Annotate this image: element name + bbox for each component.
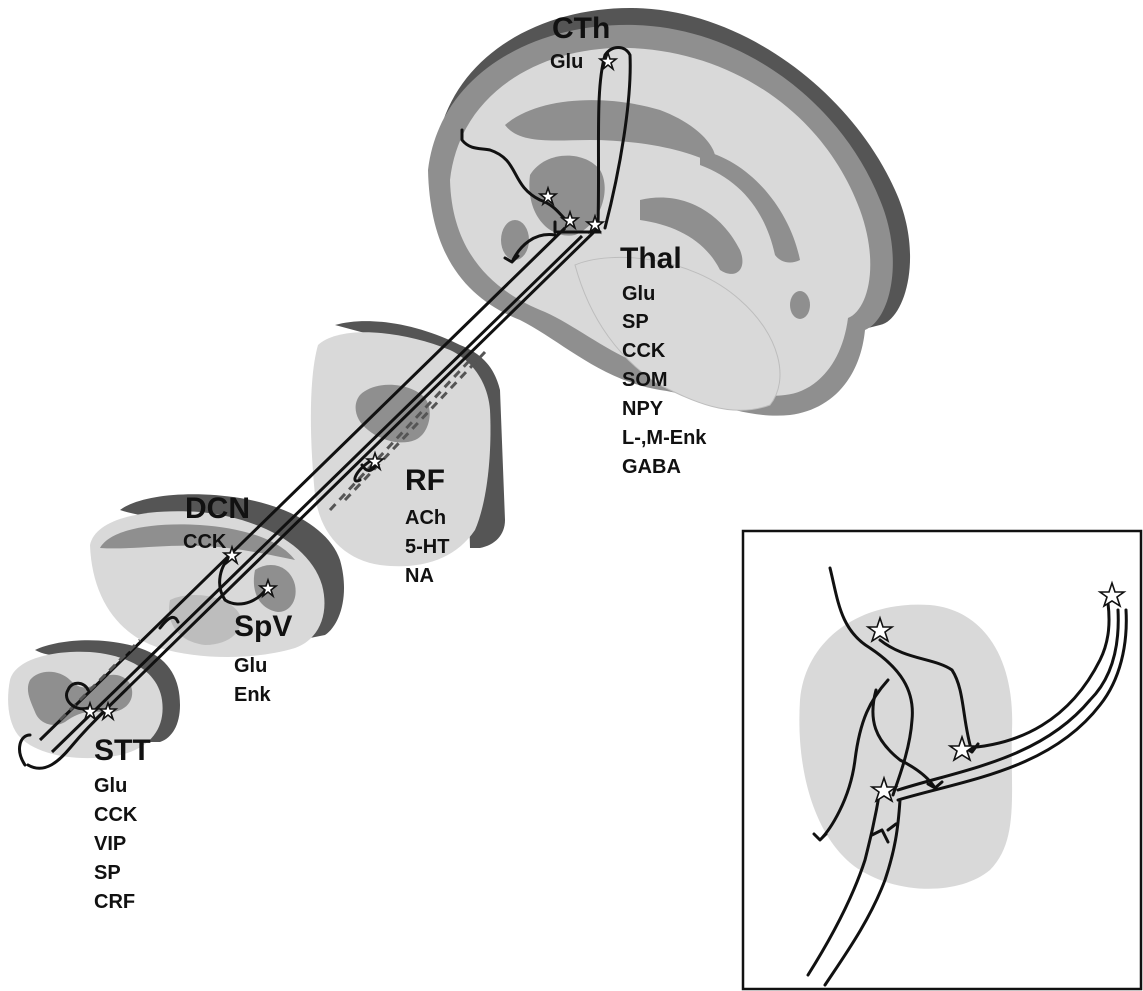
thal-transmitter: CCK — [622, 340, 666, 362]
label-spv: SpV Glu Enk — [234, 610, 292, 706]
rf-transmitter: 5-HT — [405, 536, 449, 558]
spv-transmitter: Glu — [234, 655, 267, 677]
thal-transmitter: SP — [622, 311, 649, 333]
label-rf: RF ACh 5-HT NA — [405, 464, 449, 587]
thal-title: Thal — [620, 242, 682, 275]
thal-transmitter: SOM — [622, 369, 668, 391]
label-stt: STT Glu CCK VIP SP CRF — [94, 734, 151, 913]
inset-detail-panel — [743, 531, 1141, 989]
rf-transmitter: NA — [405, 565, 434, 587]
spv-transmitter: Enk — [234, 684, 272, 706]
stt-transmitter: CRF — [94, 891, 135, 913]
thal-transmitter: NPY — [622, 398, 664, 420]
rf-title: RF — [405, 464, 445, 497]
dcn-title: DCN — [185, 492, 250, 525]
rf-transmitter: ACh — [405, 507, 446, 529]
thal-transmitter: Glu — [622, 283, 655, 305]
dcn-transmitter: CCK — [183, 531, 227, 553]
stt-transmitter: CCK — [94, 804, 138, 826]
cth-title: CTh — [552, 12, 610, 45]
brain-section-rf — [311, 321, 505, 566]
cth-transmitter: Glu — [550, 51, 583, 73]
spv-title: SpV — [234, 610, 292, 643]
brain-section-cortex-thalamus — [428, 8, 910, 416]
tract-rail-mid — [95, 228, 598, 720]
stt-transmitter: VIP — [94, 833, 126, 855]
thal-transmitter: L-,M-Enk — [622, 427, 707, 449]
thal-transmitter: GABA — [622, 456, 681, 478]
stt-transmitter: SP — [94, 862, 121, 884]
small-nucleus-right — [790, 291, 810, 319]
stt-title: STT — [94, 734, 151, 767]
stt-transmitter: Glu — [94, 775, 127, 797]
